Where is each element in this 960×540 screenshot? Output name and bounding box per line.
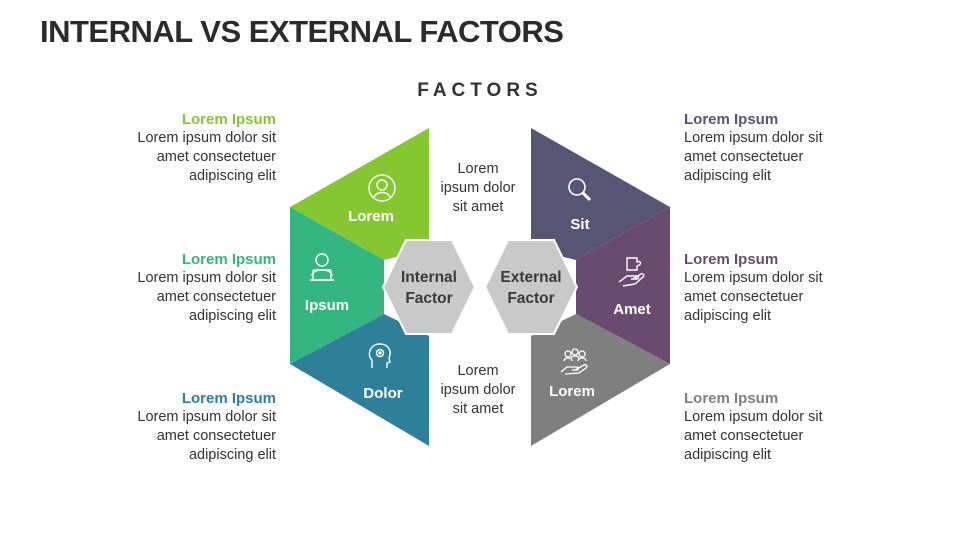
internal-segment-ipsum [290, 207, 384, 364]
external-block-1-line3: adipiscing elit [684, 168, 772, 184]
page-title: INTERNAL VS EXTERNAL FACTORS [40, 14, 564, 49]
internal-segment-label-ipsum: Ipsum [305, 297, 349, 314]
center-top-line3: sit amet [452, 199, 504, 215]
external-block-3-title: Lorem Ipsum [684, 390, 779, 407]
internal-text-block-2: Lorem Ipsum Lorem ipsum dolor sit amet c… [106, 250, 276, 326]
external-block-2-line1: Lorem ipsum dolor sit [684, 270, 823, 286]
internal-block-1-line3: adipiscing elit [188, 168, 276, 184]
user-icon [368, 174, 396, 202]
internal-block-3-title: Lorem Ipsum [181, 390, 276, 407]
internal-block-1-line2: amet consectetuer [156, 149, 276, 165]
internal-text-block-1: Lorem Ipsum Lorem ipsum dolor sit amet c… [106, 110, 276, 186]
center-bottom-line3: sit amet [452, 401, 504, 417]
external-hex-label-line2: Factor [507, 290, 554, 307]
external-segment-label-lorem: Lorem [549, 383, 595, 400]
external-text-block-1: Lorem Ipsum Lorem ipsum dolor sit amet c… [684, 110, 854, 186]
head-gear-icon [368, 343, 391, 368]
internal-block-2-line2: amet consectetuer [156, 289, 276, 305]
external-block-3-line2: amet consectetuer [684, 428, 804, 444]
center-bottom-line2: ipsum dolor [440, 382, 516, 398]
internal-segment-label-dolor: Dolor [363, 385, 402, 402]
external-hex-label-line1: External [500, 269, 561, 286]
external-block-2-title: Lorem Ipsum [684, 251, 779, 268]
external-text-block-3: Lorem Ipsum Lorem ipsum dolor sit amet c… [684, 389, 854, 465]
external-text-block-2: Lorem Ipsum Lorem ipsum dolor sit amet c… [684, 250, 854, 326]
internal-segment-label-lorem: Lorem [348, 208, 394, 225]
internal-segment-lorem [290, 128, 429, 260]
person-laptop-icon [310, 253, 334, 281]
external-block-3-line3: adipiscing elit [684, 447, 772, 463]
external-block-1-line1: Lorem ipsum dolor sit [684, 130, 823, 146]
external-block-2-line2: amet consectetuer [684, 289, 804, 305]
hand-puzzle-icon [618, 257, 645, 287]
internal-block-1-line1: Lorem ipsum dolor sit [137, 130, 276, 146]
internal-hex-label-line2: Factor [405, 290, 452, 307]
external-segment-lorem [531, 314, 670, 446]
hand-people-icon [560, 348, 588, 375]
external-factor-hexagon [483, 239, 579, 335]
external-block-1-title: Lorem Ipsum [684, 111, 779, 128]
internal-segment-dolor [290, 314, 429, 446]
center-top-line2: ipsum dolor [440, 180, 516, 196]
internal-block-3-line3: adipiscing elit [188, 447, 276, 463]
center-top-line1: Lorem [457, 161, 499, 177]
internal-factor-hexagon [381, 239, 477, 335]
internal-hex-label-line1: Internal [401, 269, 457, 286]
internal-text-block-3: Lorem Ipsum Lorem ipsum dolor sit amet c… [106, 389, 276, 465]
magnifier-icon [568, 178, 592, 202]
external-block-1-line2: amet consectetuer [684, 149, 804, 165]
center-bottom-text: Lorem ipsum dolor sit amet [423, 362, 533, 419]
center-bottom-line1: Lorem [457, 363, 499, 379]
center-top-text: Lorem ipsum dolor sit amet [423, 160, 533, 217]
internal-block-2-line1: Lorem ipsum dolor sit [137, 270, 276, 286]
internal-block-1-title: Lorem Ipsum [181, 111, 276, 128]
internal-block-2-line3: adipiscing elit [188, 308, 276, 324]
external-block-3-line1: Lorem ipsum dolor sit [684, 409, 823, 425]
external-segment-label-amet: Amet [613, 301, 651, 318]
external-block-2-line3: adipiscing elit [684, 308, 772, 324]
internal-block-3-line1: Lorem ipsum dolor sit [137, 409, 276, 425]
diagram-subtitle: FACTORS [417, 80, 543, 101]
external-segment-sit [531, 128, 670, 260]
internal-block-2-title: Lorem Ipsum [181, 251, 276, 268]
internal-block-3-line2: amet consectetuer [156, 428, 276, 444]
external-segment-label-sit: Sit [570, 216, 589, 233]
